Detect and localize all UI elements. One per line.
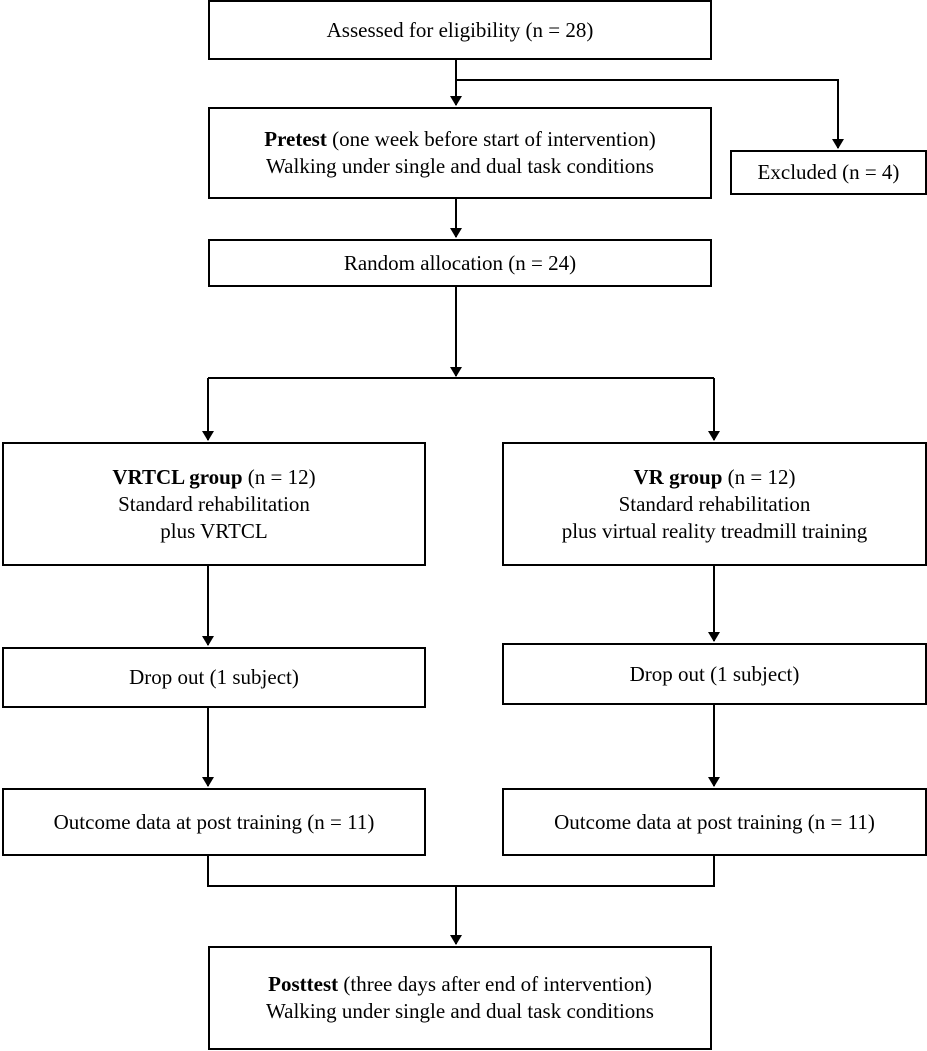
assessed-box: Assessed for eligibility (n = 28) <box>208 0 712 60</box>
posttest-title-line: Posttest (three days after end of interv… <box>268 971 652 998</box>
vrtcl-group-box: VRTCL group (n = 12) Standard rehabilita… <box>2 442 426 566</box>
vrtcl-group-line2: Standard rehabilitation <box>118 491 310 516</box>
excluded-box: Excluded (n = 4) <box>730 150 927 195</box>
vr-group-line3: plus virtual reality treadmill training <box>561 518 868 543</box>
posttest-title: Posttest <box>268 972 339 996</box>
dropout-right-box: Drop out (1 subject) <box>502 643 927 705</box>
random-allocation-label: Random allocation (n = 24) <box>343 250 577 275</box>
outcome-left-box: Outcome data at post training (n = 11) <box>2 788 426 856</box>
vr-group-box: VR group (n = 12) Standard rehabilitatio… <box>502 442 927 566</box>
vr-group-count: (n = 12) <box>722 464 796 489</box>
posttest-title-rest: (three days after end of intervention) <box>338 972 652 996</box>
vrtcl-group-title: VRTCL group <box>112 464 243 489</box>
vr-group-line2: Standard rehabilitation <box>618 491 811 516</box>
dropout-left-box: Drop out (1 subject) <box>2 647 426 708</box>
vrtcl-group-count: (n = 12) <box>242 464 316 489</box>
pretest-title-line: Pretest (one week before start of interv… <box>264 126 655 153</box>
vr-group-title: VR group <box>633 464 723 489</box>
vrtcl-group-line3: plus VRTCL <box>160 518 268 543</box>
random-allocation-box: Random allocation (n = 24) <box>208 239 712 287</box>
vrtcl-group-title-line: VRTCL group (n = 12) <box>112 464 315 491</box>
dropout-right-label: Drop out (1 subject) <box>629 661 800 686</box>
merge-line <box>207 856 715 887</box>
pretest-title: Pretest <box>264 127 327 151</box>
posttest-box: Posttest (three days after end of interv… <box>208 946 712 1050</box>
pretest-description: Walking under single and dual task condi… <box>266 154 654 178</box>
assessed-label: Assessed for eligibility (n = 28) <box>326 17 594 42</box>
posttest-description: Walking under single and dual task condi… <box>266 999 654 1023</box>
dropout-left-label: Drop out (1 subject) <box>129 665 299 689</box>
excluded-label: Excluded (n = 4) <box>757 160 900 184</box>
outcome-right-box: Outcome data at post training (n = 11) <box>502 788 927 856</box>
vr-group-title-line: VR group (n = 12) <box>634 464 796 491</box>
pretest-title-rest: (one week before start of intervention) <box>326 127 656 151</box>
outcome-left-label: Outcome data at post training (n = 11) <box>53 809 375 834</box>
outcome-right-label: Outcome data at post training (n = 11) <box>554 809 875 834</box>
pretest-box: Pretest (one week before start of interv… <box>208 107 712 199</box>
arrow-to-excluded <box>456 79 844 149</box>
